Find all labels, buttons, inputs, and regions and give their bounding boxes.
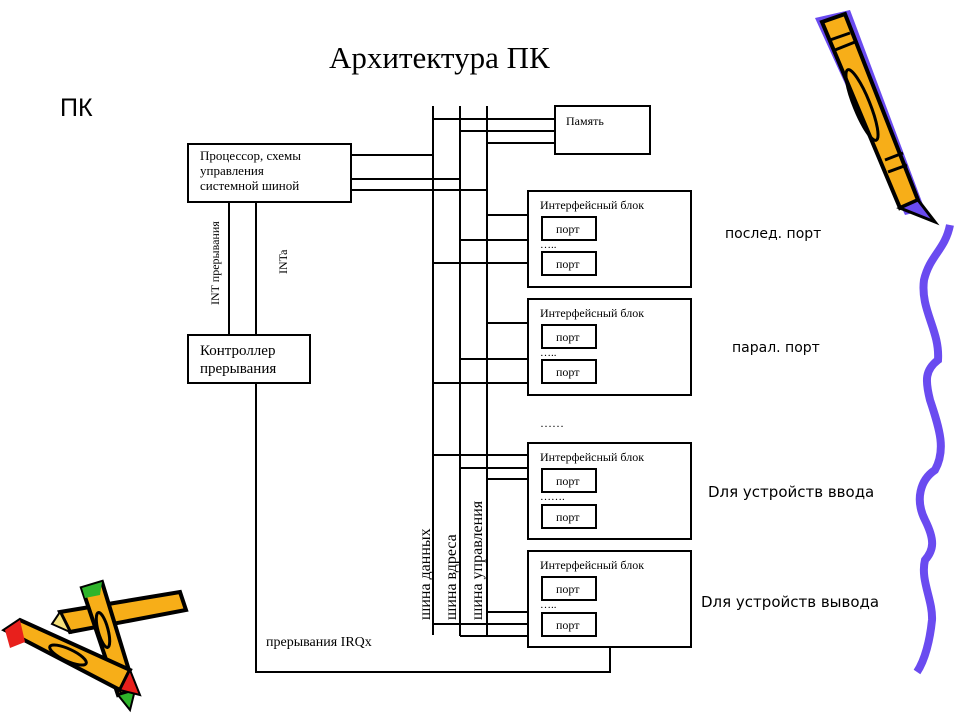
port-box: [541, 324, 597, 349]
port-label: порт: [556, 510, 580, 524]
port-box: [541, 504, 597, 529]
interface-block-title: Интерфейсный блок: [540, 198, 644, 212]
controller-label-line1: Контроллер: [200, 343, 275, 359]
control-bus-label: шина управления: [469, 500, 486, 620]
port-dots: …..: [540, 599, 557, 611]
pencil-clipart-icon: [815, 10, 940, 226]
port-label: порт: [556, 582, 580, 596]
controller-label-line2: прерывания: [200, 361, 276, 377]
port-label: порт: [556, 257, 580, 271]
squiggle-decoration-icon: [913, 224, 954, 675]
interface-block-title: Интерфейсный блок: [540, 450, 644, 464]
port-box: [541, 251, 597, 276]
port-dots: …….: [540, 491, 565, 503]
port-dots: …..: [540, 239, 557, 251]
port-box: [541, 359, 597, 384]
port-label: порт: [556, 365, 580, 379]
pc-label: ПК: [60, 94, 93, 122]
irq-label: прерывания IRQx: [266, 635, 372, 650]
address-bus-label: шина вдреса: [443, 534, 460, 620]
port-label: порт: [556, 222, 580, 236]
interface-block-2: [527, 298, 692, 396]
input-devices-label: Dля устройств ввода: [708, 483, 874, 501]
interface-block-title: Интерфейсный блок: [540, 558, 644, 572]
parallel-port-label: парал. порт: [732, 340, 820, 356]
port-label: порт: [556, 474, 580, 488]
interface-block-title: Интерфейсный блок: [540, 306, 644, 320]
serial-port-label: послед. порт: [725, 226, 821, 242]
port-label: порт: [556, 618, 580, 632]
slide-title: Архитектура ПК: [329, 40, 550, 75]
between-blocks-dots: ……: [540, 416, 564, 430]
data-bus-label: шина данных: [417, 528, 434, 620]
port-label: порт: [556, 330, 580, 344]
irq-line: [255, 383, 611, 673]
interrupt-controller-box: [187, 334, 311, 384]
output-devices-label: Dля устройств вывода: [701, 593, 879, 611]
processor-label-line2: управления: [200, 163, 264, 178]
processor-label-line3: системной шиной: [200, 178, 299, 193]
port-box: [541, 576, 597, 601]
int-label: INT прерывания: [208, 221, 222, 305]
port-box: [541, 216, 597, 241]
memory-label: Память: [566, 114, 604, 128]
port-box: [541, 468, 597, 493]
port-box: [541, 612, 597, 637]
crossed-pencils-clipart-icon: [1, 579, 189, 713]
processor-box: [187, 143, 352, 203]
inta-label: INTa: [276, 249, 290, 274]
processor-label-line1: Процессор, схемы: [200, 148, 301, 163]
port-dots: …..: [540, 347, 557, 359]
